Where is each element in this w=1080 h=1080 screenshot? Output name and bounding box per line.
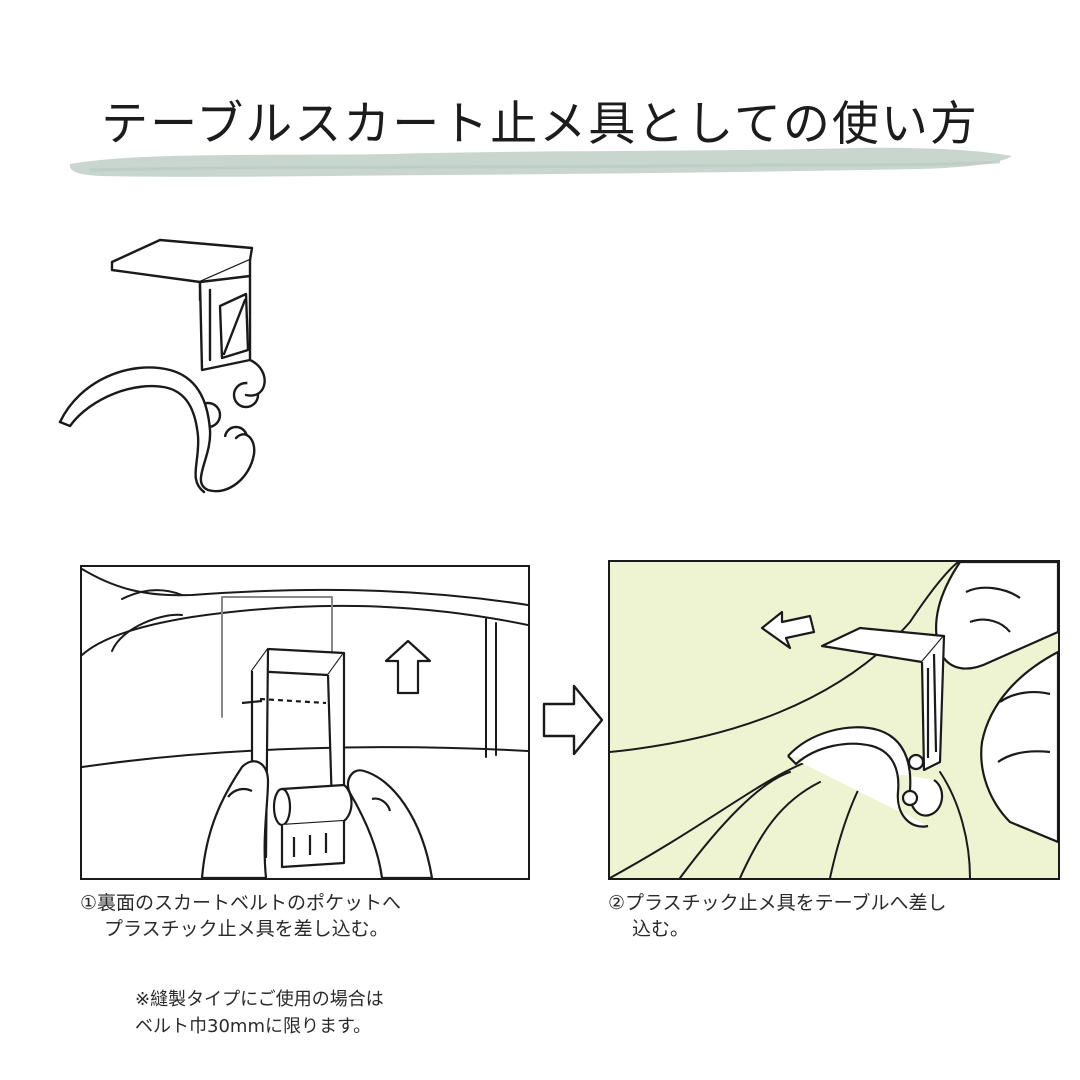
note-line2: ベルト巾30mmに限ります。 (135, 1016, 372, 1037)
step1-caption-line1: ①裏面のスカートベルトのポケットへ (80, 892, 402, 914)
sewing-note: ※縫製タイプにご使用の場合は ベルト巾30mmに限ります。 (135, 986, 555, 1040)
step1-caption: ①裏面のスカートベルトのポケットへ プラスチック止メ具を差し込む。 (80, 890, 540, 942)
step2-caption-line1: ②プラスチック止メ具をテーブルへ差し (608, 892, 947, 914)
left-arrow-icon (760, 610, 816, 650)
step2-caption: ②プラスチック止メ具をテーブルへ差し 込む。 (608, 890, 1068, 942)
title-block: テーブルスカート止メ具としての使い方 (60, 80, 1020, 190)
step2-illustration (608, 560, 1060, 880)
title-brush-stroke (69, 147, 1013, 177)
clip-illustration (58, 238, 266, 494)
step1-illustration (80, 565, 530, 880)
right-arrow-icon (542, 684, 604, 756)
up-arrow-icon (384, 639, 432, 695)
page-title: テーブルスカート止メ具としての使い方 (101, 97, 979, 152)
step2-caption-line2: 込む。 (632, 918, 690, 940)
note-line1: ※縫製タイプにご使用の場合は (135, 989, 384, 1010)
step1-caption-line2: プラスチック止メ具を差し込む。 (104, 918, 389, 940)
